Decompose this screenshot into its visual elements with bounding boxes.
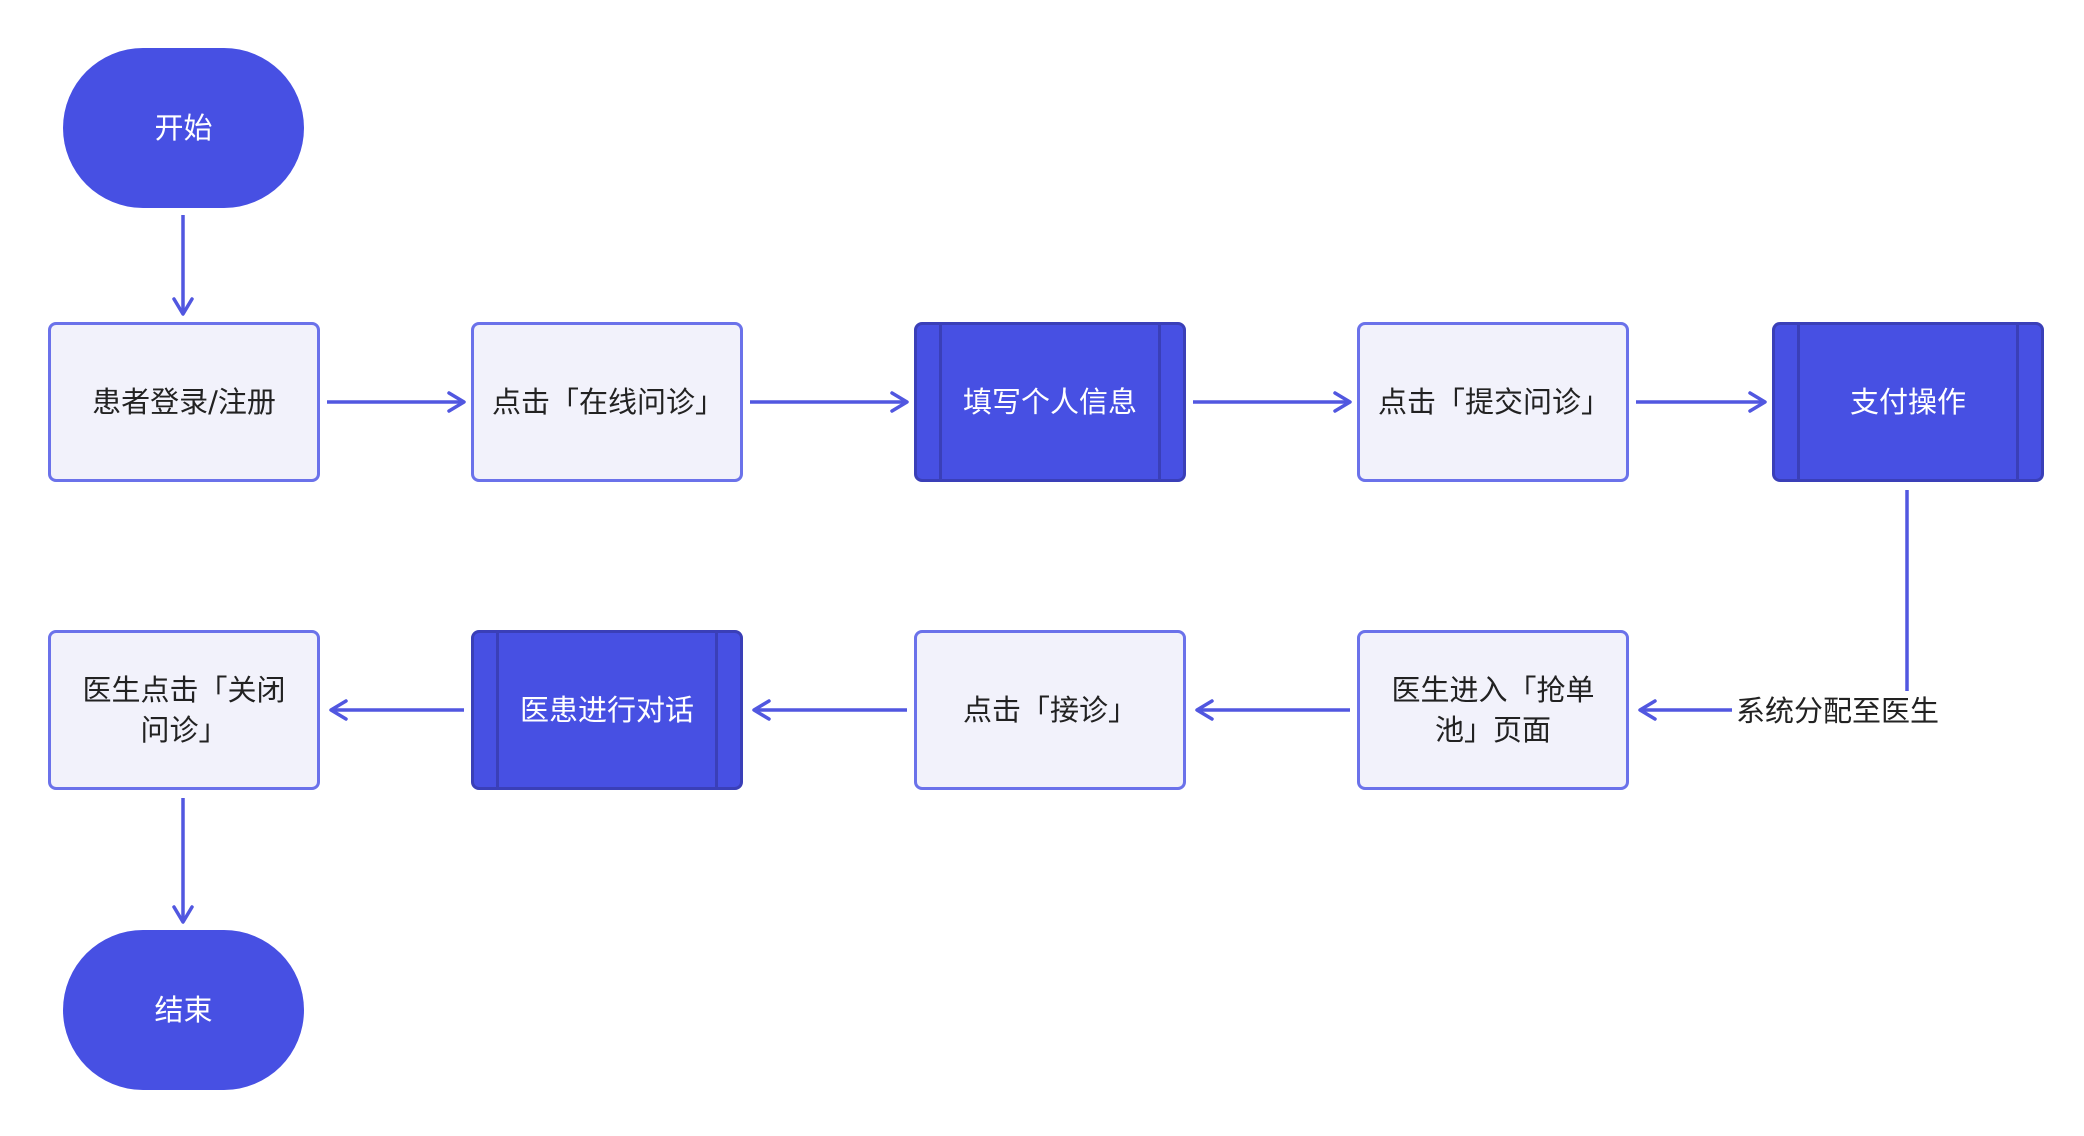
- click-accept-consult-step-label: 点击「接诊」: [962, 693, 1137, 727]
- login-step-label: 患者登录/注册: [92, 385, 276, 419]
- subprocess-bar-left: [1797, 325, 1800, 479]
- fill-personal-info-step-label: 填写个人信息: [962, 385, 1137, 419]
- subprocess-bar-left: [939, 325, 942, 479]
- click-accept-consult-step: 点击「接诊」: [914, 630, 1186, 790]
- doctor-patient-dialogue-step-label: 医患进行对话: [519, 693, 694, 727]
- start-node: 开始: [63, 48, 304, 208]
- fill-personal-info-step: 填写个人信息: [914, 322, 1186, 482]
- doctor-enter-pool-step-label: 医生进入「抢单池」页面: [1391, 673, 1595, 747]
- payment-step-label: 支付操作: [1849, 385, 1966, 419]
- start-node-label: 开始: [154, 111, 213, 145]
- doctor-close-consult-step-label: 医生点击「关闭问诊」: [82, 673, 286, 747]
- doctor-enter-pool-step: 医生进入「抢单池」页面: [1357, 630, 1629, 790]
- subprocess-bar-left: [496, 633, 499, 787]
- payment-step: 支付操作: [1772, 322, 2044, 482]
- subprocess-bar-right: [2016, 325, 2019, 479]
- end-node-label: 结束: [154, 993, 213, 1027]
- edge-label-assign: 系统分配至医生: [1732, 691, 1944, 731]
- end-node: 结束: [63, 930, 304, 1090]
- subprocess-bar-right: [1158, 325, 1161, 479]
- click-online-consult-step-label: 点击「在线问诊」: [492, 385, 725, 419]
- subprocess-bar-right: [715, 633, 718, 787]
- doctor-close-consult-step: 医生点击「关闭问诊」: [48, 630, 320, 790]
- login-step: 患者登录/注册: [48, 322, 320, 482]
- click-submit-consult-step: 点击「提交问诊」: [1357, 322, 1629, 482]
- click-online-consult-step: 点击「在线问诊」: [471, 322, 743, 482]
- click-submit-consult-step-label: 点击「提交问诊」: [1378, 385, 1611, 419]
- edge-pay-to-doctor-pool: [1638, 490, 1909, 721]
- doctor-patient-dialogue-step: 医患进行对话: [471, 630, 743, 790]
